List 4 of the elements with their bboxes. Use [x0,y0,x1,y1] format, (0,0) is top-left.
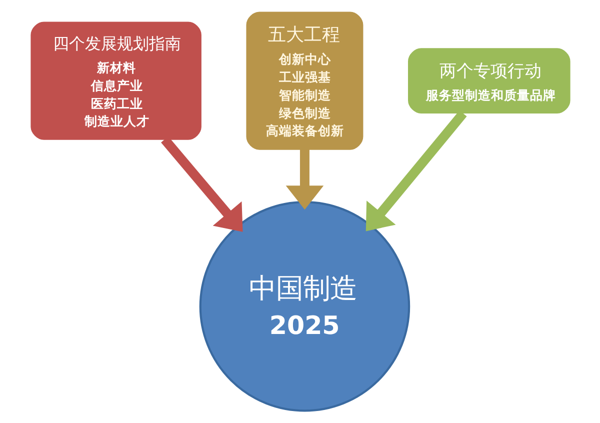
node-box: 四个发展规划指南 新材料 信息产业 医药工业 制造业人才 [30,22,201,140]
arrow [285,150,324,210]
node-box: 两个专项行动 服务型制造和质量品牌 [408,48,570,114]
node-box: 五大工程 创新中心 工业强基 智能制造 绿色制造 高端装备创新 [246,12,363,150]
